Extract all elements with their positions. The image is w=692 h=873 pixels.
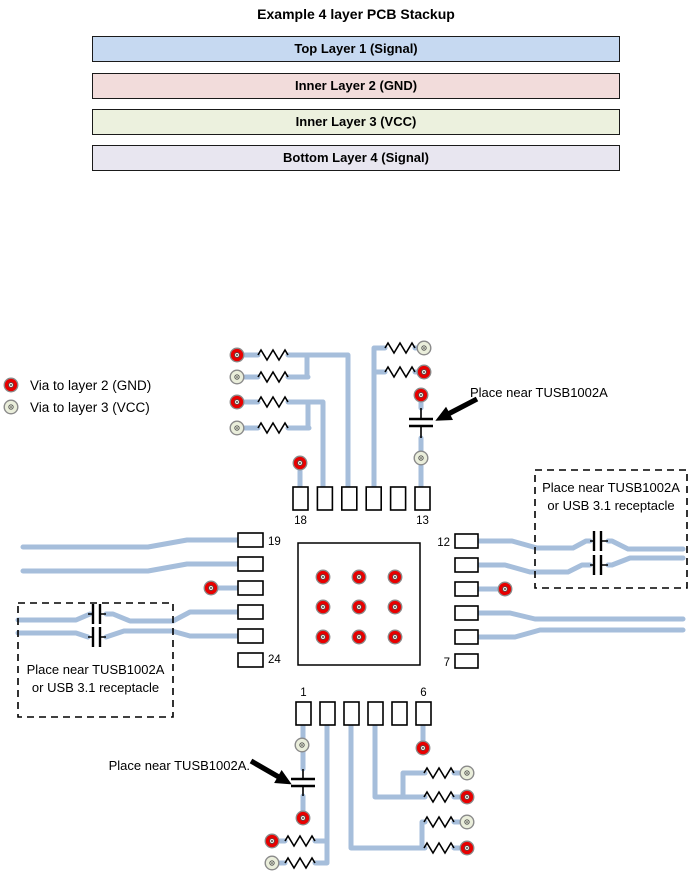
pin-label-19: 19 — [268, 536, 281, 548]
stackup-layer-bottom-signal: Bottom Layer 4 (Signal) — [92, 145, 620, 171]
annotation-top: Place near TUSB1002A — [470, 385, 608, 400]
gnd-via-icon — [351, 629, 367, 645]
resistor — [257, 371, 289, 383]
smd-pad-22 — [237, 604, 264, 620]
resistor — [423, 767, 455, 779]
gnd-via-icon — [292, 455, 308, 471]
smd-pad-23 — [237, 628, 264, 644]
gnd-via-icon — [416, 364, 432, 380]
legend-gnd-label: Via to layer 2 (GND) — [30, 378, 151, 393]
gnd-via-icon — [351, 599, 367, 615]
left-box-text-line1: Place near TUSB1002A — [27, 662, 165, 677]
right-box-text-line1: Place near TUSB1002A — [542, 480, 680, 495]
resistor — [284, 835, 316, 847]
resistor — [423, 842, 455, 854]
smd-pad-21 — [237, 580, 264, 596]
smd-pad-5 — [391, 701, 408, 726]
stackup-diagram: Example 4 layer PCB Stackup Top Layer 1 … — [92, 0, 620, 180]
gnd-via-icon — [387, 569, 403, 585]
smd-pad-6 — [415, 701, 432, 726]
resistor — [284, 857, 316, 869]
vcc-via-icon — [229, 369, 245, 385]
smd-pad-9 — [454, 605, 479, 621]
pin-label-1: 1 — [300, 687, 306, 699]
smd-pad-2 — [319, 701, 336, 726]
smd-pad-8 — [454, 629, 479, 645]
resistor — [257, 396, 289, 408]
gnd-via-icon — [387, 599, 403, 615]
smd-pad-14 — [389, 486, 407, 511]
capacitor-leads — [88, 408, 608, 796]
stackup-layer-inner-vcc: Inner Layer 3 (VCC) — [92, 109, 620, 135]
placement-guide-box-left — [17, 602, 174, 718]
pin-label-24: 24 — [268, 654, 281, 666]
gnd-via-icon — [315, 599, 331, 615]
smd-pad-4 — [367, 701, 384, 726]
gnd-via-icon — [351, 569, 367, 585]
vcc-via-icon — [413, 450, 429, 466]
resistor — [423, 791, 455, 803]
annotation-bottom: Place near TUSB1002A. — [109, 758, 250, 773]
smd-pad-20 — [237, 556, 264, 572]
smd-pad-17 — [316, 486, 334, 511]
capacitor-plates — [91, 417, 603, 788]
legend-vcc-via-icon — [3, 399, 19, 415]
gnd-via-icon — [497, 581, 513, 597]
legend-vcc-label: Via to layer 3 (VCC) — [30, 400, 150, 415]
gnd-via-icon — [413, 387, 429, 403]
vcc-via-icon — [416, 340, 432, 356]
vcc-via-icon — [294, 737, 310, 753]
arrow-pointer-bottom — [247, 754, 296, 791]
stackup-layer-top-signal: Top Layer 1 (Signal) — [92, 36, 620, 62]
legend-gnd-via-icon — [3, 377, 19, 393]
smd-pad-19 — [237, 532, 264, 548]
pin-label-18: 18 — [294, 515, 307, 527]
gnd-via-icon — [264, 833, 280, 849]
pin-label-7: 7 — [444, 657, 450, 669]
smd-pad-3 — [343, 701, 360, 726]
resistor — [384, 342, 416, 354]
gnd-via-icon — [315, 629, 331, 645]
pin-label-13: 13 — [416, 515, 429, 527]
gnd-via-icon — [295, 810, 311, 826]
stackup-title: Example 4 layer PCB Stackup — [257, 6, 455, 22]
placement-guide-box-right — [534, 469, 688, 589]
gnd-via-icon — [387, 629, 403, 645]
pin-label-12: 12 — [437, 537, 450, 549]
vcc-via-icon — [459, 765, 475, 781]
pcb-traces-mid-left — [15, 537, 253, 640]
gnd-via-icon — [229, 394, 245, 410]
smd-pad-13 — [414, 486, 431, 511]
pcb-traces-mid-right — [463, 538, 686, 640]
vcc-via-icon — [459, 814, 475, 830]
smd-pad-1 — [295, 701, 312, 726]
smd-pad-24 — [237, 652, 264, 668]
smd-pad-16 — [340, 486, 358, 511]
resistor — [257, 422, 289, 434]
smd-pad-11 — [454, 557, 479, 573]
vcc-via-icon — [229, 420, 245, 436]
left-box-text-line2: or USB 3.1 receptacle — [32, 680, 159, 695]
smd-pad-7 — [454, 653, 479, 669]
resistor — [257, 349, 289, 361]
gnd-via-icon — [229, 347, 245, 363]
gnd-via-icon — [459, 840, 475, 856]
pcb-traces-top-left — [234, 352, 351, 506]
gnd-via-icon — [415, 740, 431, 756]
smd-pad-10 — [454, 581, 479, 597]
right-box-text-line2: or USB 3.1 receptacle — [547, 498, 674, 513]
gnd-via-icon — [203, 580, 219, 596]
pcb-traces-bottom — [269, 710, 470, 866]
smd-pad-15 — [365, 486, 383, 511]
smd-pad-12 — [454, 533, 479, 549]
resistor — [384, 366, 416, 378]
smd-pad-18 — [292, 486, 309, 511]
vcc-via-icon — [264, 855, 280, 871]
resistor — [423, 816, 455, 828]
pin-label-6: 6 — [420, 687, 426, 699]
gnd-via-icon — [315, 569, 331, 585]
stackup-layer-inner-gnd: Inner Layer 2 (GND) — [92, 73, 620, 99]
gnd-via-icon — [459, 789, 475, 805]
